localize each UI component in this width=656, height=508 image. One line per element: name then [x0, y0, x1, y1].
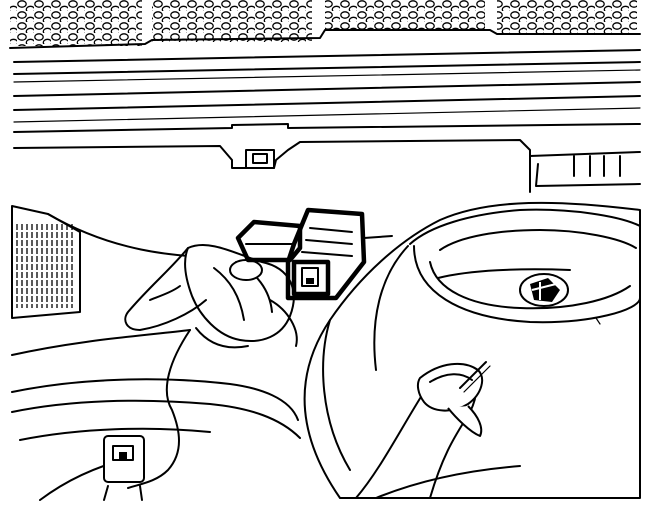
clamp-screw-tab: [447, 405, 483, 437]
grille-section-right: [325, 0, 485, 30]
cowl-line-2: [13, 61, 641, 75]
housing-tick: [595, 317, 601, 325]
vent-panel-lower-contour: [11, 329, 191, 356]
lower-connector-lead-2: [139, 485, 143, 501]
lower-connector-lead-1: [103, 485, 109, 501]
clamp-screw-edge: [463, 365, 491, 393]
cowl-line-3: [13, 69, 641, 83]
housing-rim-lower: [11, 399, 301, 439]
hose-and-clamp: [355, 361, 491, 499]
sensor-wire: [127, 329, 191, 489]
clamp-screw: [459, 361, 487, 389]
cowl-grille: [9, 0, 641, 49]
connector-clip-line: [363, 235, 393, 239]
connector-rib-3: [301, 251, 353, 257]
bracket-slot: [252, 153, 268, 164]
housing-outer-shell: [303, 201, 641, 499]
cowl-line-4: [13, 81, 641, 97]
cowl-line-6: [13, 107, 641, 123]
grille-section-left: [10, 0, 142, 46]
grille-lower-edge: [9, 29, 641, 49]
housing-inner-shelf: [437, 268, 571, 279]
cowl-line-5: [13, 95, 641, 111]
grille-section-far-right: [497, 0, 637, 34]
housing-inner-top: [439, 229, 637, 251]
ledge-right-lower: [535, 163, 641, 187]
highlighted-electrical-connector: [235, 207, 393, 301]
connector-rear-housing: [235, 219, 303, 263]
boot-tail: [269, 299, 298, 347]
boot-crease-1: [149, 285, 181, 301]
cowl-panel: [13, 49, 641, 123]
housing-left-edge: [322, 319, 351, 471]
ledge-right-upper: [529, 151, 641, 157]
boot-neck-ring: [229, 259, 263, 281]
connector-rib-2: [305, 239, 353, 245]
grille-section-center: [152, 0, 312, 42]
housing-hub-fastener: [519, 273, 569, 307]
housing-top-rim: [409, 208, 641, 245]
connector-front-housing: [285, 207, 367, 301]
housing-bowl-rim: [413, 245, 641, 324]
lower-connector-slot: [119, 452, 127, 459]
lower-left-housing: [11, 378, 301, 501]
round-housing: [303, 201, 641, 499]
vent-slats: [14, 222, 76, 308]
housing-inner-line: [19, 427, 211, 441]
connector-pin: [306, 278, 314, 284]
boot-lower-fold: [195, 327, 249, 349]
housing-rim-upper: [11, 378, 299, 421]
boot-flap-left: [124, 247, 207, 331]
lower-right-contour: [375, 465, 521, 499]
ledge-top: [13, 123, 641, 133]
housing-inner-bowl: [429, 261, 631, 310]
lower-connector-assembly: [103, 329, 191, 501]
firewall-ledge: [13, 123, 641, 193]
boot-crease-2: [213, 267, 245, 321]
connector-face: [291, 259, 331, 297]
cowl-line-1: [13, 49, 641, 63]
connector-rib-1: [309, 227, 353, 233]
housing-side-contour: [373, 245, 409, 371]
